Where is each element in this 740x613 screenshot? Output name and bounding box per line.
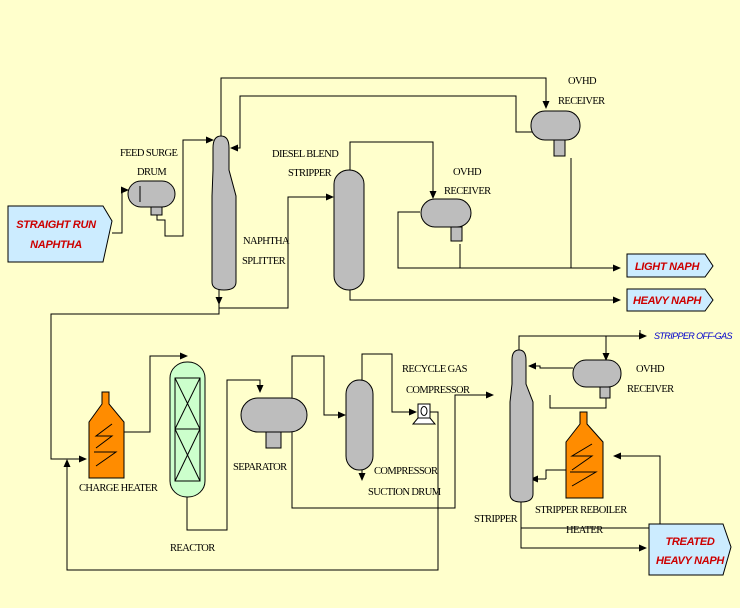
recycle-gas-label-2: COMPRESSOR xyxy=(406,385,470,396)
treated-label-2: HEAVY NAPH xyxy=(656,555,725,567)
recycle-gas-label-1: RECYCLE GAS xyxy=(402,364,468,375)
ovhd-right-label-1: OVHD xyxy=(636,364,665,375)
diesel-blend-label-2: STRIPPER xyxy=(288,168,332,179)
reactor xyxy=(169,361,206,498)
charge-heater xyxy=(88,391,125,479)
separator-label: SEPARATOR xyxy=(233,462,287,473)
ovhd-mid-label-1: OVHD xyxy=(453,167,482,178)
feed-surge-label-1: FEED SURGE xyxy=(120,148,177,159)
naphtha-splitter-label-1: NAPHTHA xyxy=(243,236,290,247)
recycle-gas-compressor xyxy=(411,403,437,425)
ovhd-receiver-mid xyxy=(420,198,472,242)
ovhd-mid-label-2: RECEIVER xyxy=(444,186,491,197)
compressor-suction-label-1: COMPRESSOR xyxy=(374,466,438,477)
process-lines xyxy=(50,77,661,571)
naphtha-splitter-label-2: SPLITTER xyxy=(242,256,286,267)
feed-surge-drum xyxy=(127,180,176,216)
ovhd-top-label-2: RECEIVER xyxy=(558,96,605,107)
separator xyxy=(240,397,308,449)
stripper-reboiler-label-1: STRIPPER REBOILER xyxy=(535,505,627,516)
light-naph-label: LIGHT NAPH xyxy=(635,261,701,273)
stripper-column xyxy=(509,349,534,503)
straight-run-label-2: NAPHTHA xyxy=(30,239,82,251)
charge-heater-label: CHARGE HEATER xyxy=(79,483,158,494)
stripper-reboiler-label-2: HEATER xyxy=(566,525,603,536)
stream-tag-light-naph: LIGHT NAPH xyxy=(626,253,714,278)
stripper-offgas-label: STRIPPER OFF-GAS xyxy=(654,331,733,341)
stream-tag-straight-run-naphtha: STRAIGHT RUN NAPHTHA xyxy=(7,205,113,263)
diesel-blend-stripper xyxy=(333,169,365,291)
treated-label-1: TREATED xyxy=(665,536,714,548)
compressor-suction-label-2: SUCTION DRUM xyxy=(368,487,442,498)
ovhd-receiver-top xyxy=(530,110,581,157)
ovhd-top-label-1: OVHD xyxy=(568,76,597,87)
stream-tag-heavy-naph: HEAVY NAPH xyxy=(626,288,714,312)
stripper-reboiler-heater xyxy=(565,411,604,499)
feed-surge-label-2: DRUM xyxy=(137,167,167,178)
ovhd-right-label-2: RECEIVER xyxy=(627,384,674,395)
stripper-label: STRIPPER xyxy=(474,514,518,525)
compressor-suction-drum xyxy=(345,379,374,471)
naphtha-splitter-column xyxy=(211,135,237,291)
reactor-label: REACTOR xyxy=(170,543,215,554)
diesel-blend-label-1: DIESEL BLEND xyxy=(272,149,339,160)
heavy-naph-label: HEAVY NAPH xyxy=(633,295,702,307)
ovhd-receiver-right xyxy=(572,359,622,399)
stream-tag-treated-heavy-naph: TREATED HEAVY NAPH xyxy=(648,523,732,576)
straight-run-label-1: STRAIGHT RUN xyxy=(16,219,97,231)
